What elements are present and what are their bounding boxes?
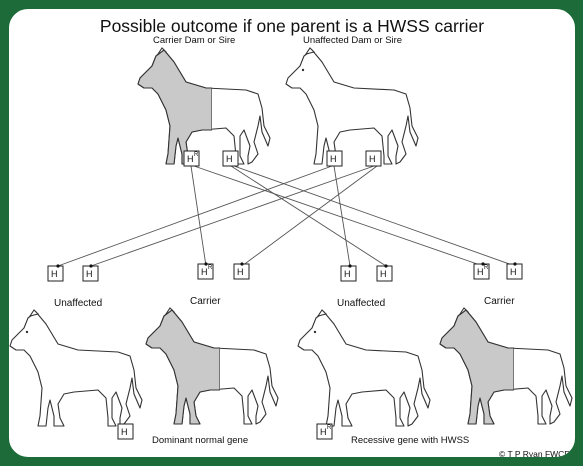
offspring-2-gene-b: H: [233, 263, 250, 280]
diagram-title: Possible outcome if one parent is a HWSS…: [99, 16, 485, 36]
parent-left-gene-dominant: H: [222, 150, 239, 167]
offspring-1-gene-b: H: [82, 265, 99, 282]
gene-symbol: H: [380, 269, 387, 279]
offspring-3-gene-a: H: [340, 265, 357, 282]
offspring-label-2: Carrier: [190, 296, 221, 307]
gene-superscript: R: [208, 265, 213, 271]
legend-dominant-text: Dominant normal gene: [152, 435, 249, 446]
gene-symbol: H: [320, 427, 327, 437]
parent-right-gene-dominant-2: H: [365, 150, 382, 167]
offspring-label-3: Unaffected: [337, 298, 386, 309]
offspring-horse-2: [146, 308, 278, 424]
gene-symbol: H: [510, 267, 517, 277]
legend-dominant-box: H: [117, 423, 134, 440]
gene-symbol: H: [344, 269, 351, 279]
offspring-4-gene-b: H: [506, 263, 523, 280]
offspring-horse-3: [297, 309, 431, 427]
gene-superscript: R: [194, 152, 199, 158]
gene-symbol: H: [369, 154, 376, 164]
offspring-2-gene-a: H R: [197, 263, 214, 280]
gene-symbol: H: [86, 269, 93, 279]
offspring-label-1: Unaffected: [54, 298, 103, 309]
gene-symbol: H: [187, 154, 194, 164]
offspring-3-gene-b: H: [376, 265, 393, 282]
offspring-label-4: Carrier: [484, 296, 515, 307]
offspring-horse-4: [440, 308, 572, 424]
gene-symbol: H: [201, 267, 208, 277]
offspring-4-gene-a: H R: [473, 263, 490, 280]
offspring-1-gene-a: H: [47, 265, 64, 282]
offspring-horse-1: [9, 309, 143, 427]
inheritance-lines: [57, 165, 516, 267]
parent-right-label: Unaffected Dam or Sire: [303, 35, 403, 46]
parent-horse-carrier: [138, 48, 270, 164]
parent-left-label: Carrier Dam or Sire: [153, 35, 236, 46]
gene-symbol: H: [51, 269, 58, 279]
parent-horse-unaffected: [285, 47, 419, 165]
legend-recessive-text: Recessive gene with HWSS: [351, 435, 470, 446]
gene-symbol: H: [330, 154, 337, 164]
legend-recessive-box: H R: [316, 423, 333, 440]
gene-superscript: R: [327, 425, 332, 431]
pedigree-diagram: H R H H H H H H R H H H H R H: [9, 47, 577, 440]
gene-superscript: R: [484, 265, 489, 271]
gene-symbol: H: [121, 427, 128, 437]
parent-left-gene-recessive: H R: [183, 150, 200, 167]
parent-right-gene-dominant-1: H: [326, 150, 343, 167]
line-endpoints: [56, 262, 517, 268]
gene-symbol: H: [477, 267, 484, 277]
copyright-text: © T P Ryan FWCF: [499, 449, 570, 459]
gene-symbol: H: [237, 267, 244, 277]
gene-symbol: H: [226, 154, 233, 164]
